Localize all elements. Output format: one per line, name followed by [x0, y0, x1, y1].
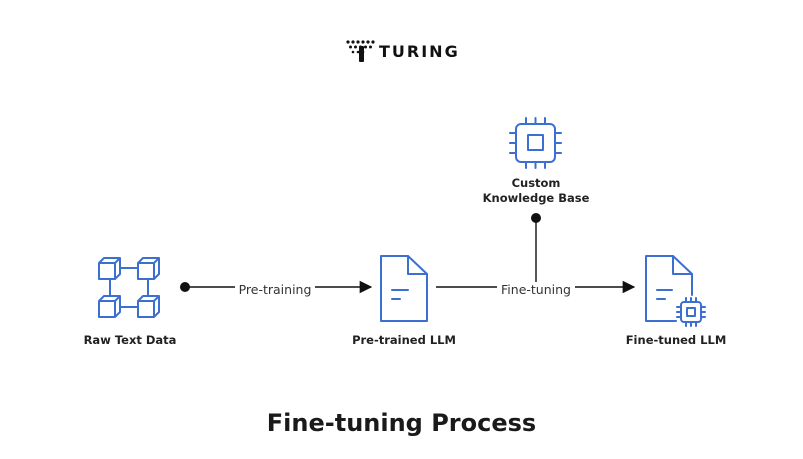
edge-label-wrap-finetuning: Fine-tuning	[486, 279, 586, 298]
edge-knowledge-base	[531, 213, 541, 287]
document-icon	[380, 255, 428, 322]
turing-logo-icon	[346, 40, 375, 62]
edge-label-wrap-pretraining: Pre-training	[225, 279, 325, 298]
edge-label-pretraining: Pre-training	[234, 282, 316, 297]
node-label-custom-kb-line2: Knowledge Base	[482, 191, 590, 205]
node-label-custom-kb-line1: Custom	[511, 176, 561, 190]
node-label-pretrained-llm: Pre-trained LLM	[352, 333, 456, 347]
node-label-finetuned-llm: Fine-tuned LLM	[625, 333, 727, 347]
edge-label-finetuning: Fine-tuning	[497, 282, 575, 297]
node-label-raw-text-data: Raw Text Data	[83, 333, 177, 347]
brand-name: TURING	[379, 42, 460, 61]
cube-network-icon	[98, 257, 160, 318]
diagram-title: Fine-tuning Process	[266, 409, 537, 437]
chip-icon	[509, 117, 562, 169]
document-chip-icon	[645, 255, 706, 327]
